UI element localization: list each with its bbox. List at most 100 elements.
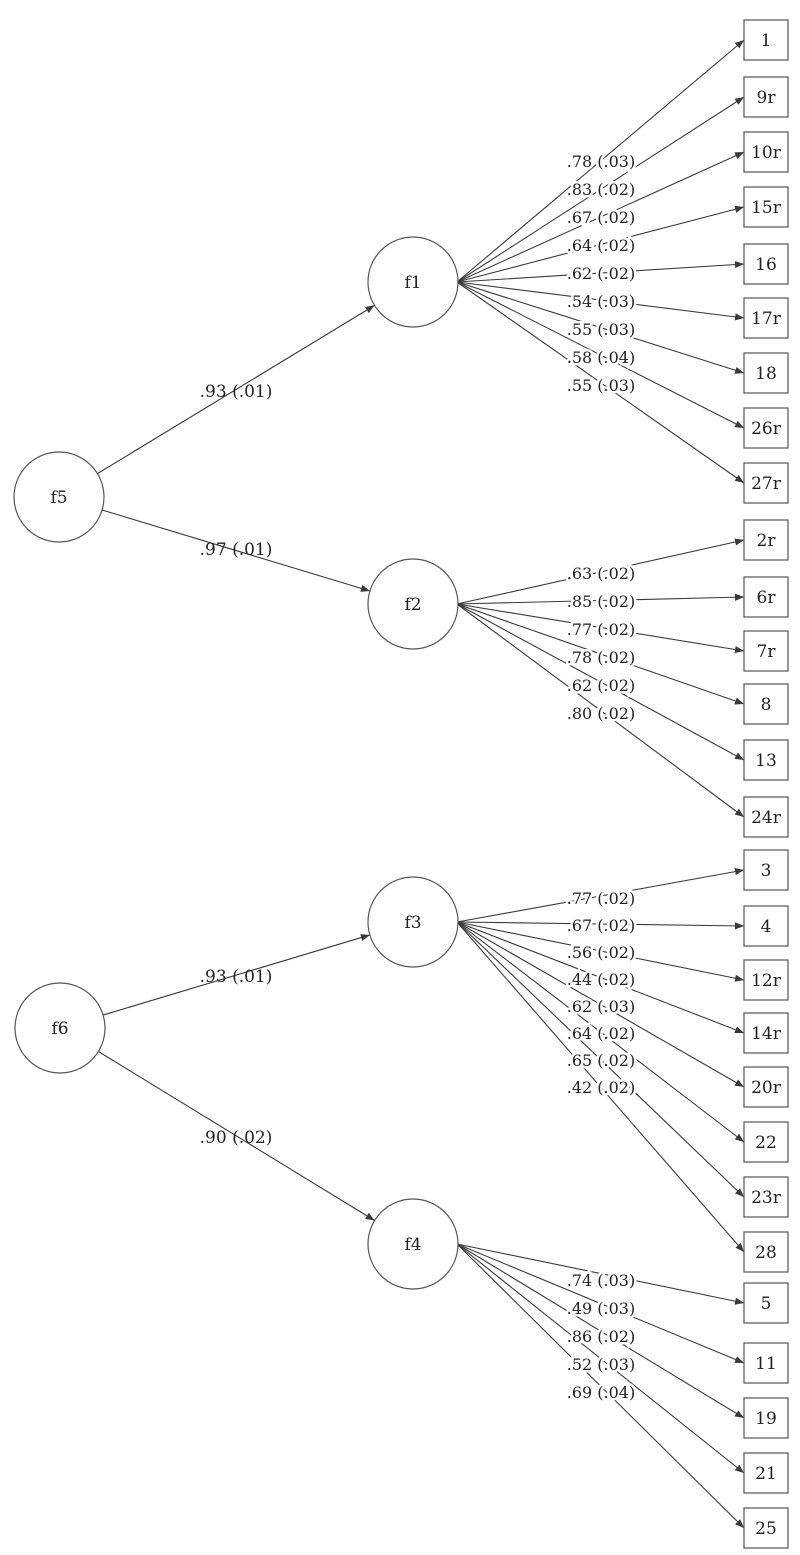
- loading-value-f3-23r: .65 (.02): [567, 1051, 635, 1070]
- indicator-label-1: 1: [761, 31, 772, 51]
- indicator-label-8: 8: [761, 695, 772, 715]
- loading-arrow-f1-1: [456, 39, 745, 283]
- indicator-label-13: 13: [755, 751, 777, 771]
- indicator-label-3: 3: [761, 861, 772, 881]
- indicator-label-12r: 12r: [751, 971, 782, 991]
- loading-arrow-f4-25: [456, 1243, 745, 1529]
- indicator-box-28: [743, 1231, 789, 1273]
- path-coefficient-f5-f1: .93 (.01): [200, 382, 273, 402]
- loading-value-f2-7r: .77 (.02): [567, 620, 635, 639]
- indicator-label-16: 16: [755, 255, 777, 275]
- indicator-label-6r: 6r: [757, 588, 777, 608]
- factor-node-f4: [367, 1198, 459, 1290]
- indicator-box-5: [743, 1282, 789, 1324]
- loading-arrow-f3-22: [456, 921, 745, 1143]
- loading-arrow-f2-13: [456, 603, 745, 761]
- factor-label-f1: f1: [404, 273, 421, 293]
- loading-value-f3-14r: .44 (.02): [567, 970, 635, 989]
- indicator-label-17r: 17r: [751, 309, 782, 329]
- indicator-label-28: 28: [755, 1243, 777, 1263]
- loading-value-f4-5: .74 (.03): [567, 1271, 635, 1290]
- indicator-box-1: [743, 19, 789, 61]
- loading-arrow-f2-7r: [456, 603, 745, 654]
- indicator-box-13: [743, 739, 789, 781]
- loading-value-f2-6r: .85 (.02): [567, 592, 635, 611]
- loading-arrow-f4-19: [456, 1243, 745, 1419]
- loading-value-f1-15r: .64 (.02): [567, 236, 635, 255]
- second-order-label-f5: f5: [50, 488, 67, 508]
- loading-value-f1-17r: .54 (.03): [567, 292, 635, 311]
- loading-arrow-f2-24r: [456, 603, 745, 818]
- loading-arrow-f1-26r: [456, 281, 745, 429]
- loading-value-f1-16: .62 (.02): [567, 264, 635, 283]
- loading-arrow-f2-8: [456, 603, 745, 705]
- indicator-box-9r: [743, 76, 789, 118]
- indicator-label-14r: 14r: [751, 1024, 782, 1044]
- loading-value-f4-21: .52 (.03): [567, 1355, 635, 1374]
- indicator-box-12r: [743, 959, 789, 1001]
- loading-arrow-f3-3: [456, 868, 745, 923]
- indicator-box-14r: [743, 1012, 789, 1054]
- path-coefficient-f6-f3: .93 (.01): [200, 967, 273, 987]
- loading-arrow-f3-23r: [456, 921, 745, 1198]
- loading-value-f2-13: .62 (.02): [567, 676, 635, 695]
- indicator-label-23r: 23r: [751, 1188, 782, 1208]
- loading-value-f3-20r: .62 (.03): [567, 997, 635, 1016]
- factor-node-f2: [367, 558, 459, 650]
- indicator-label-24r: 24r: [751, 808, 782, 828]
- loading-arrow-f3-12r: [456, 921, 745, 982]
- loading-value-f3-22: .64 (.02): [567, 1024, 635, 1043]
- factor-label-f4: f4: [404, 1235, 421, 1255]
- indicator-label-19: 19: [755, 1409, 777, 1429]
- loading-arrow-f1-9r: [456, 96, 745, 283]
- loading-value-f4-11: .49 (.03): [567, 1299, 635, 1318]
- indicator-box-16: [743, 243, 789, 285]
- indicator-label-22: 22: [755, 1133, 777, 1153]
- indicator-box-11: [743, 1342, 789, 1384]
- indicator-box-21: [743, 1452, 789, 1494]
- loading-value-f1-10r: .67 (.02): [567, 208, 635, 227]
- loading-arrow-f3-28: [456, 921, 745, 1253]
- loading-value-f1-18: .55 (.03): [567, 320, 635, 339]
- indicator-label-5: 5: [761, 1294, 772, 1314]
- indicator-box-10r: [743, 131, 789, 173]
- loading-value-f4-25: .69 (.04): [567, 1383, 635, 1402]
- loading-arrow-f3-4: [456, 921, 745, 930]
- loading-arrow-f2-6r: [456, 593, 745, 605]
- path-arrow-f6-f4: [98, 1051, 375, 1221]
- path-arrow-f5-f1: [97, 304, 375, 475]
- loading-value-f4-19: .86 (.02): [567, 1327, 635, 1346]
- loading-arrow-f3-20r: [456, 921, 745, 1088]
- indicator-label-21: 21: [755, 1464, 777, 1484]
- indicator-label-7r: 7r: [757, 642, 777, 662]
- indicator-label-18: 18: [755, 364, 777, 384]
- loading-value-f2-8: .78 (.02): [567, 648, 635, 667]
- indicator-box-2r: [743, 519, 789, 561]
- indicator-box-20r: [743, 1066, 789, 1108]
- loading-value-f1-9r: .83 (.02): [567, 180, 635, 199]
- second-order-label-f6: f6: [51, 1019, 68, 1039]
- loading-value-f1-26r: .58 (.04): [567, 348, 635, 367]
- loading-value-f2-2r: .63 (.02): [567, 564, 635, 583]
- indicator-box-8: [743, 683, 789, 725]
- indicator-label-4: 4: [761, 917, 772, 937]
- loading-arrow-f1-10r: [456, 151, 745, 283]
- loading-value-f3-3: .77 (.02): [567, 889, 635, 908]
- indicator-box-23r: [743, 1176, 789, 1218]
- indicator-box-3: [743, 849, 789, 891]
- loading-arrow-f4-11: [456, 1243, 745, 1364]
- second-order-node-f6: [14, 982, 106, 1074]
- edges-layer: [97, 39, 745, 1529]
- indicator-box-4: [743, 905, 789, 947]
- indicator-box-26r: [743, 407, 789, 449]
- indicator-label-9r: 9r: [757, 88, 777, 108]
- indicator-box-7r: [743, 630, 789, 672]
- indicator-box-6r: [743, 576, 789, 618]
- path-arrow-f5-f2: [101, 509, 371, 592]
- factor-node-f3: [367, 876, 459, 968]
- loading-value-f3-12r: .56 (.02): [567, 943, 635, 962]
- indicator-box-22: [743, 1121, 789, 1163]
- loading-arrow-f3-14r: [456, 921, 745, 1034]
- path-coefficient-f5-f2: .97 (.01): [200, 540, 273, 560]
- loading-arrow-f1-16: [456, 260, 745, 283]
